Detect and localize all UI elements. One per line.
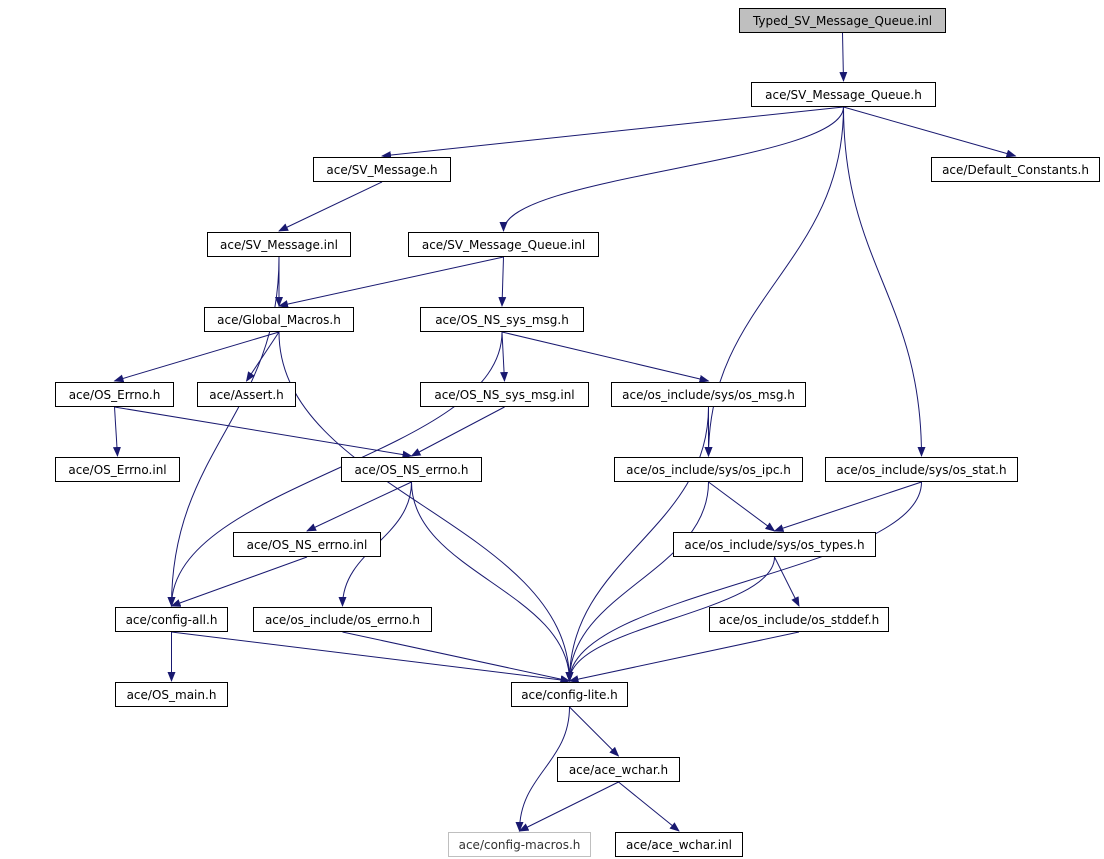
edge-os_msg_h-to-config_lite_h: [565, 406, 709, 682]
node-config-macros-h: ace/config-macros.h: [448, 832, 591, 857]
edge-os_errno_h-to-os_errno_inl: [112, 406, 121, 457]
edge-os_ns_sys_msg_inl-to-os_ns_errno_h: [410, 406, 505, 457]
edge-os_types_h-to-os_stddef_h: [774, 556, 800, 607]
node-os-errno-inl[interactable]: ace/OS_Errno.inl: [55, 457, 180, 482]
edge-config_lite_h-to-config_macros_h: [515, 706, 570, 832]
node-os-include-os-errno-h[interactable]: ace/os_include/os_errno.h: [253, 607, 432, 632]
node-os-stat-h[interactable]: ace/os_include/sys/os_stat.h: [825, 457, 1018, 482]
edge-os_ns_errno_h-to-config_lite_h: [411, 481, 574, 682]
node-ace-wchar-h[interactable]: ace/ace_wchar.h: [557, 757, 680, 782]
edge-sv_message_queue_inl-to-os_ns_sys_msg_h: [498, 256, 507, 307]
edge-sv_message_queue_inl-to-global_macros_h: [278, 256, 504, 308]
edge-ace_wchar_h-to-ace_wchar_inl: [618, 781, 680, 832]
node-os-msg-h[interactable]: ace/os_include/sys/os_msg.h: [611, 382, 806, 407]
edge-os_ipc_h-to-config_lite_h: [565, 481, 709, 682]
edge-sv_message_queue_h-to-sv_message_h: [381, 106, 844, 160]
node-config-all-h[interactable]: ace/config-all.h: [115, 607, 228, 632]
edge-os_include_os_errno_h-to-config_lite_h: [342, 631, 571, 684]
edge-sv_message_queue_h-to-sv_message_queue_inl: [499, 106, 844, 232]
node-sv-message-queue-h[interactable]: ace/SV_Message_Queue.h: [751, 82, 936, 107]
node-default-constants-h[interactable]: ace/Default_Constants.h: [931, 157, 1100, 182]
edge-os_stat_h-to-config_lite_h: [565, 481, 922, 682]
edge-os_ns_errno_inl-to-config_all_h: [170, 556, 308, 607]
edge-config_all_h-to-config_lite_h: [171, 631, 571, 684]
edge-os_types_h-to-config_lite_h: [565, 556, 775, 682]
node-os-ns-errno-inl[interactable]: ace/OS_NS_errno.inl: [233, 532, 381, 557]
node-global-macros-h[interactable]: ace/Global_Macros.h: [204, 307, 354, 332]
edge-global_macros_h-to-assert_h: [245, 331, 280, 382]
edge-os_errno_h-to-os_ns_errno_h: [114, 406, 413, 459]
node-sv-message-queue-inl[interactable]: ace/SV_Message_Queue.inl: [408, 232, 599, 257]
node-os-main-h[interactable]: ace/OS_main.h: [115, 682, 228, 707]
edge-typed_sv_message_queue_inl-to-sv_message_queue_h: [839, 32, 848, 82]
node-ace-wchar-inl[interactable]: ace/ace_wchar.inl: [615, 832, 743, 857]
node-typed-sv-message-queue-inl: Typed_SV_Message_Queue.inl: [739, 8, 946, 33]
node-assert-h[interactable]: ace/Assert.h: [197, 382, 296, 407]
edge-config_lite_h-to-ace_wchar_h: [569, 706, 620, 757]
edge-os_ns_errno_h-to-os_ns_errno_inl: [306, 481, 412, 532]
edge-sv_message_h-to-sv_message_inl: [278, 181, 383, 232]
edge-os_ns_sys_msg_h-to-os_ns_sys_msg_inl: [500, 331, 509, 382]
node-sv-message-h[interactable]: ace/SV_Message.h: [313, 157, 451, 182]
node-os-stddef-h[interactable]: ace/os_include/os_stddef.h: [709, 607, 889, 632]
node-os-ns-sys-msg-inl[interactable]: ace/OS_NS_sys_msg.inl: [420, 382, 589, 407]
edge-os_ns_sys_msg_h-to-config_all_h: [167, 331, 503, 607]
edge-os_stddef_h-to-config_lite_h: [568, 631, 800, 684]
edge-os_ipc_h-to-os_types_h: [708, 481, 776, 532]
node-os-ns-sys-msg-h[interactable]: ace/OS_NS_sys_msg.h: [420, 307, 584, 332]
edge-sv_message_queue_h-to-default_constants_h: [843, 106, 1017, 158]
edge-global_macros_h-to-os_errno_h: [113, 331, 280, 383]
node-os-errno-h[interactable]: ace/OS_Errno.h: [55, 382, 174, 407]
node-os-ns-errno-h[interactable]: ace/OS_NS_errno.h: [341, 457, 482, 482]
node-sv-message-inl[interactable]: ace/SV_Message.inl: [207, 232, 351, 257]
edge-sv_message_queue_h-to-os_stat_h: [843, 106, 926, 457]
node-os-types-h[interactable]: ace/os_include/sys/os_types.h: [673, 532, 876, 557]
edge-os_stat_h-to-os_types_h: [773, 481, 922, 532]
edge-os_ns_sys_msg_h-to-os_msg_h: [501, 331, 710, 383]
node-os-ipc-h[interactable]: ace/os_include/sys/os_ipc.h: [614, 457, 803, 482]
node-config-lite-h[interactable]: ace/config-lite.h: [511, 682, 628, 707]
edge-ace_wchar_h-to-config_macros_h: [518, 781, 619, 832]
